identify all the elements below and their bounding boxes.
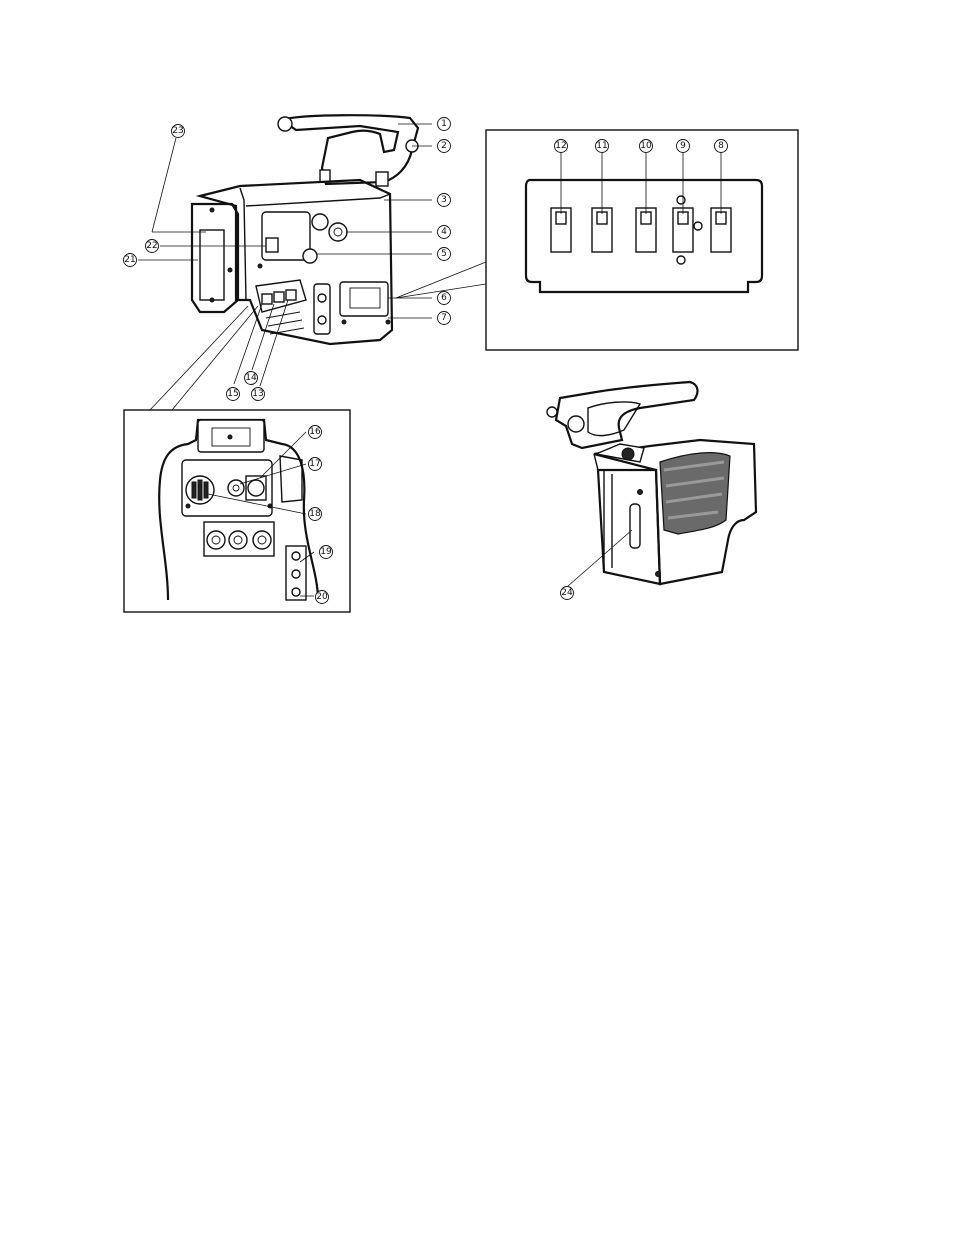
svg-text:1: 1: [441, 119, 447, 129]
callout-13: 13: [251, 387, 265, 401]
callout-15: 15: [226, 387, 240, 401]
svg-text:14: 14: [245, 373, 257, 383]
panel-switch-8: [710, 207, 732, 253]
svg-text:19: 19: [320, 547, 332, 557]
callout-1: 1: [437, 117, 451, 131]
callout-2: 2: [437, 139, 451, 153]
callout-22: 22: [145, 239, 159, 253]
main-unit-illustration: [190, 114, 420, 346]
svg-text:16: 16: [309, 427, 321, 437]
svg-text:9: 9: [680, 141, 686, 151]
callout-18: 18: [308, 507, 322, 521]
callout-14: 14: [244, 371, 258, 385]
svg-text:23: 23: [172, 126, 183, 136]
svg-text:3: 3: [441, 195, 447, 205]
svg-text:22: 22: [146, 241, 157, 251]
callout-12: 12: [554, 139, 568, 153]
svg-text:12: 12: [555, 141, 566, 151]
handle-unit-illustration: [546, 380, 758, 587]
svg-text:15: 15: [227, 389, 238, 399]
switch-panel-detail: [485, 129, 799, 351]
svg-text:11: 11: [596, 141, 607, 151]
callout-4: 4: [437, 225, 451, 239]
callout-9: 9: [676, 139, 690, 153]
svg-text:18: 18: [309, 509, 321, 519]
callout-5: 5: [437, 247, 451, 261]
callout-23: 23: [171, 124, 185, 138]
svg-text:10: 10: [640, 141, 652, 151]
svg-text:24: 24: [561, 588, 573, 598]
callout-8: 8: [714, 139, 728, 153]
svg-text:20: 20: [316, 592, 328, 602]
main-unit-leaders: [138, 123, 487, 411]
svg-text:5: 5: [441, 249, 447, 259]
svg-text:4: 4: [441, 227, 447, 237]
callout-11: 11: [595, 139, 609, 153]
panel-switch-12: [550, 207, 572, 253]
callout-20: 20: [315, 590, 329, 604]
rear-connector-detail: [123, 409, 351, 613]
panel-switch-10: [635, 207, 657, 253]
svg-text:8: 8: [718, 141, 724, 151]
svg-text:7: 7: [441, 313, 447, 323]
callout-7: 7: [437, 311, 451, 325]
svg-text:13: 13: [252, 389, 263, 399]
callout-19: 19: [319, 545, 333, 559]
svg-text:21: 21: [124, 255, 135, 265]
svg-text:2: 2: [441, 141, 447, 151]
panel-switch-11: [591, 207, 613, 253]
callout-10: 10: [639, 139, 653, 153]
callout-24: 24: [560, 586, 574, 600]
svg-text:17: 17: [309, 459, 320, 469]
callout-21: 21: [123, 253, 137, 267]
callout-17: 17: [308, 457, 322, 471]
callout-3: 3: [437, 193, 451, 207]
panel-switch-9: [672, 195, 703, 265]
callout-6: 6: [437, 291, 451, 305]
svg-text:6: 6: [441, 293, 447, 303]
callout-16: 16: [308, 425, 322, 439]
